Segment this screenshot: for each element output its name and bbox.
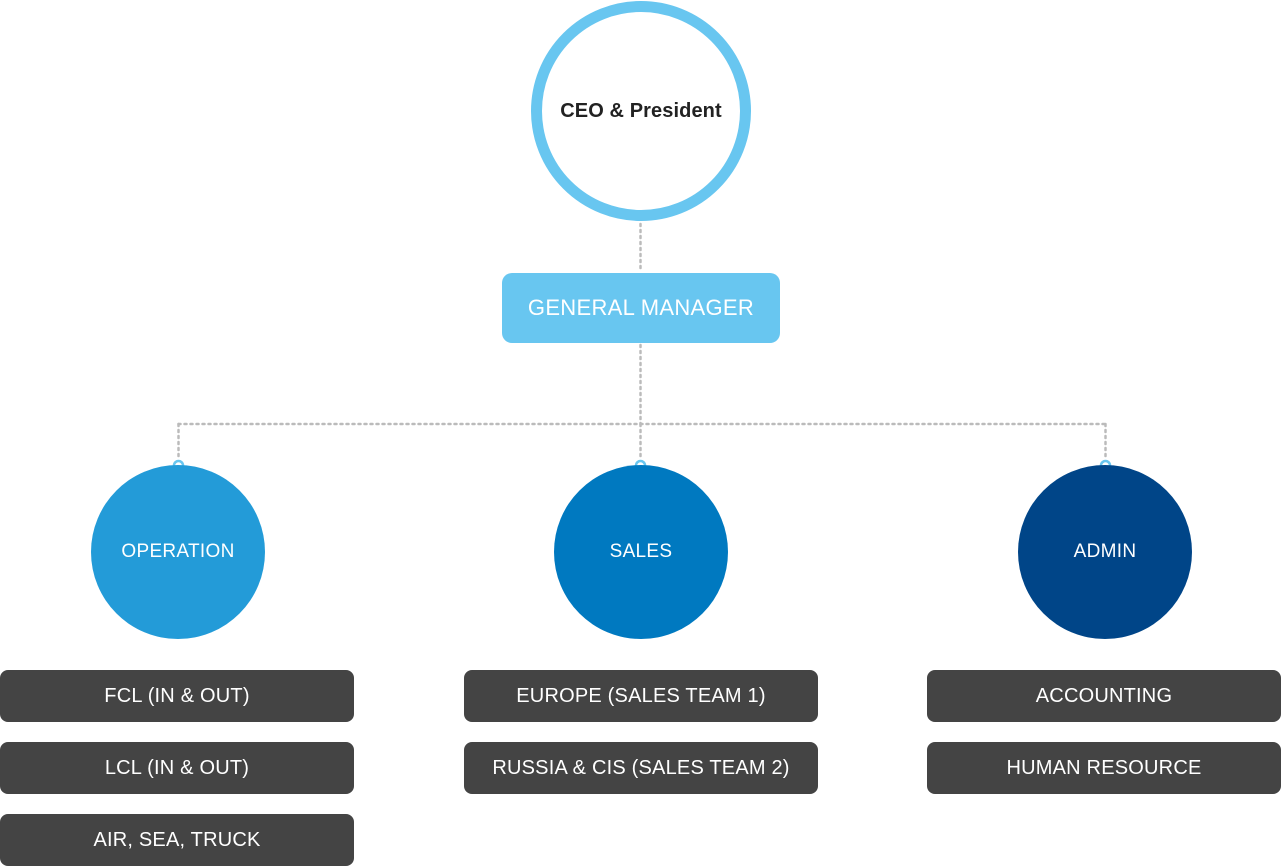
admin-item-label: HUMAN RESOURCE [1006, 756, 1202, 779]
ceo-node: CEO & President [531, 1, 751, 221]
sales-item-label: EUROPE (SALES TEAM 1) [516, 684, 766, 707]
operation-item-lcl: LCL (IN & OUT) [0, 742, 354, 794]
sales-department-node: SALES [554, 465, 728, 639]
operation-item-label: AIR, SEA, TRUCK [93, 828, 261, 851]
operation-department-node: OPERATION [91, 465, 265, 639]
admin-item-human-resource: HUMAN RESOURCE [927, 742, 1281, 794]
operation-item-label: LCL (IN & OUT) [104, 756, 250, 779]
general-manager-label: GENERAL MANAGER [527, 295, 755, 320]
ceo-label: CEO & President [560, 99, 722, 122]
admin-department-label: ADMIN [1073, 541, 1137, 562]
operation-department-label: OPERATION [121, 541, 235, 562]
admin-item-label: ACCOUNTING [1035, 684, 1173, 707]
sales-item-russia-cis: RUSSIA & CIS (SALES TEAM 2) [464, 742, 818, 794]
operation-item-air-sea-truck: AIR, SEA, TRUCK [0, 814, 354, 866]
general-manager-node: GENERAL MANAGER [502, 273, 780, 343]
sales-item-europe: EUROPE (SALES TEAM 1) [464, 670, 818, 722]
operation-item-label: FCL (IN & OUT) [104, 684, 250, 707]
admin-item-accounting: ACCOUNTING [927, 670, 1281, 722]
sales-department-label: SALES [609, 541, 673, 562]
sales-item-label: RUSSIA & CIS (SALES TEAM 2) [492, 756, 790, 779]
operation-item-fcl: FCL (IN & OUT) [0, 670, 354, 722]
admin-department-node: ADMIN [1018, 465, 1192, 639]
